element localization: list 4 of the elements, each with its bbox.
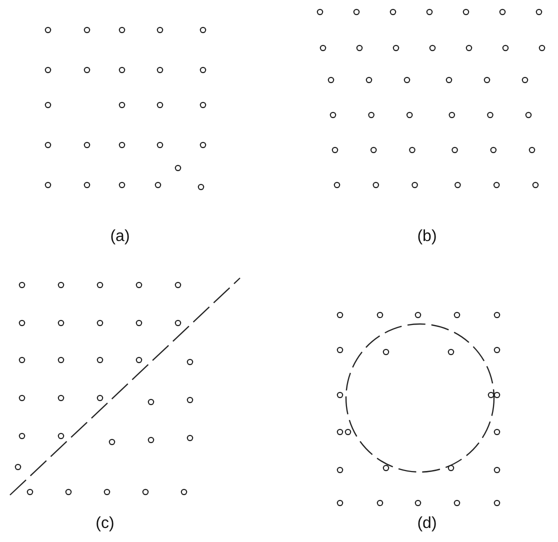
- panel-label: (c): [96, 515, 114, 533]
- panel-label: (a): [110, 228, 130, 246]
- panel-label: (b): [417, 228, 437, 246]
- panel-label: (d): [417, 515, 437, 533]
